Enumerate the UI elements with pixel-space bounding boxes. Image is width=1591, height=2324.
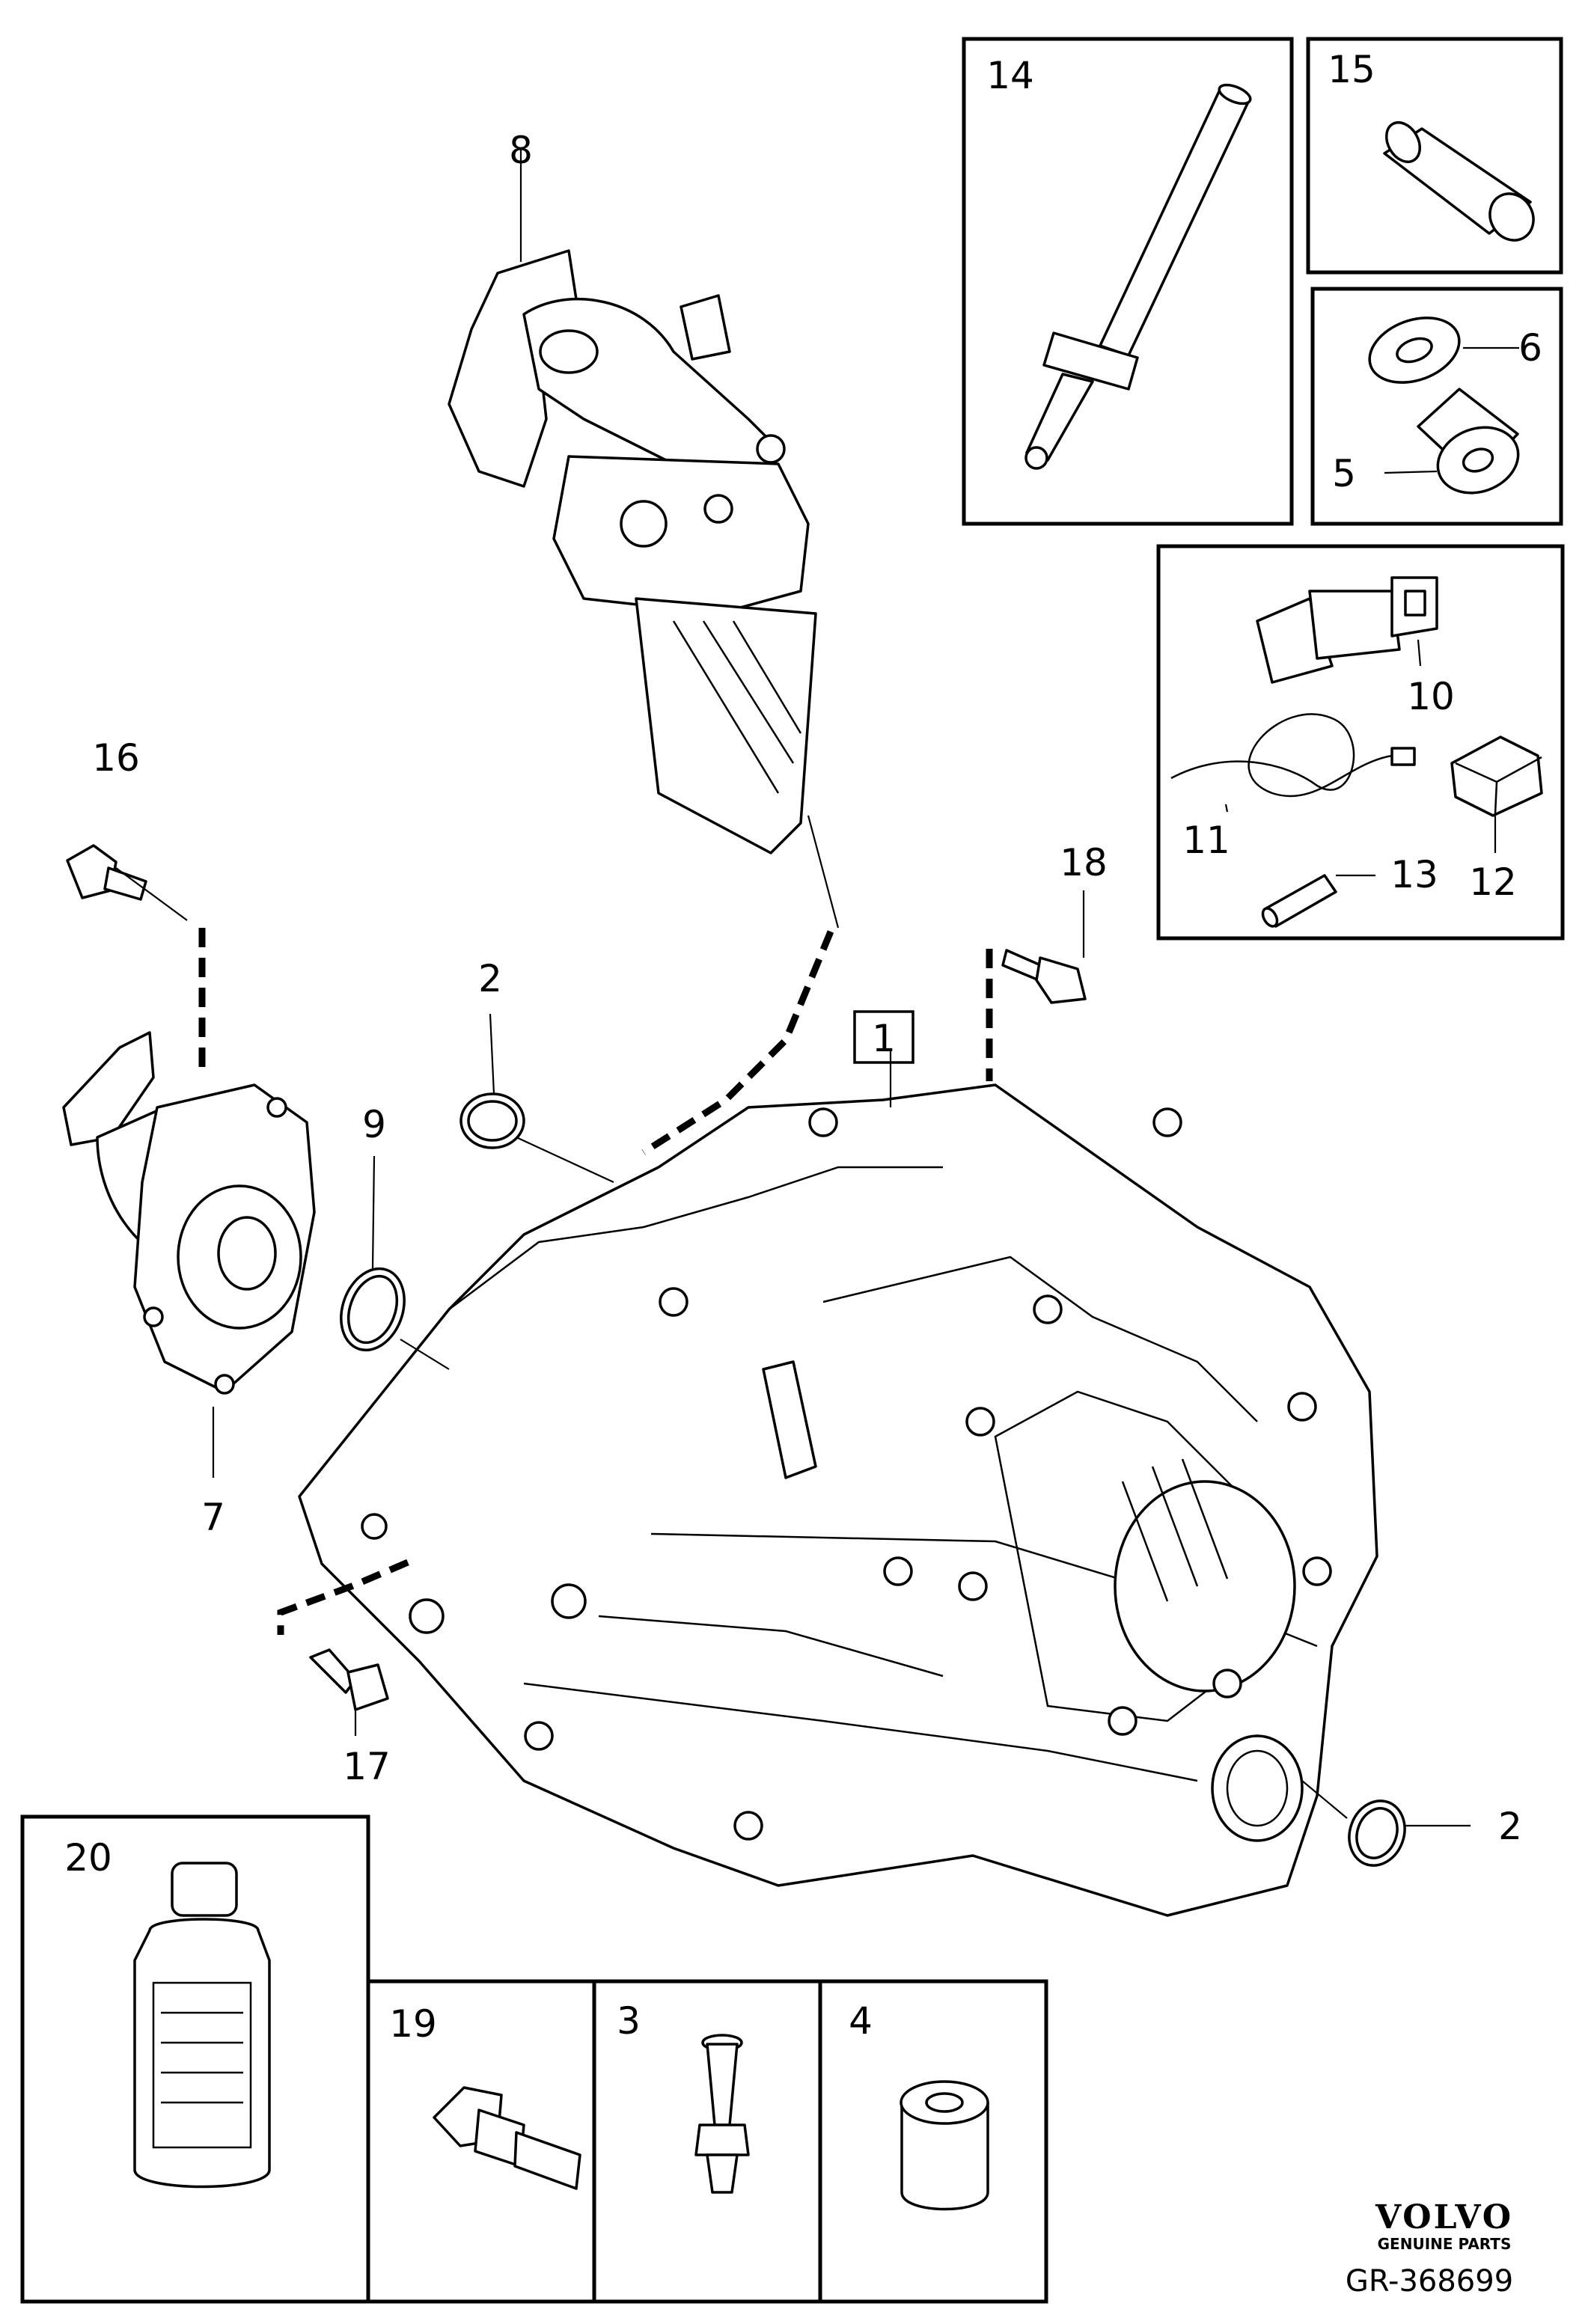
- inset-box-10-13: [1156, 544, 1565, 941]
- callout-4: 4: [849, 1999, 873, 2043]
- brand-tagline: GENUINE PARTS: [1378, 2235, 1512, 2253]
- part-13-fuse: [1261, 874, 1337, 928]
- callout-2-left: 2: [478, 957, 502, 1000]
- part-3-breather: [694, 2034, 750, 2194]
- part-12-connector: [1450, 736, 1543, 817]
- part-10-sensor: [1256, 576, 1438, 684]
- callout-20: 20: [64, 1836, 112, 1880]
- part-6-washer: [1368, 317, 1461, 384]
- part-9-o-ring: [340, 1267, 406, 1352]
- callout-17: 17: [343, 1745, 391, 1788]
- part-1-transmission: [298, 1083, 1378, 1917]
- inset-box-20: [20, 1814, 370, 2304]
- callout-15: 15: [1328, 48, 1375, 91]
- part-14-tool: [1024, 83, 1252, 470]
- callout-5: 5: [1332, 452, 1356, 495]
- inset-box-4: [818, 1979, 1048, 2304]
- part-2-seal-left: [459, 1092, 525, 1149]
- part-20-fluid-bottle: [133, 1862, 271, 2189]
- part-2-seal-right: [1348, 1799, 1406, 1867]
- inset-box-15: [1306, 37, 1563, 275]
- callout-7: 7: [201, 1496, 225, 1539]
- callout-1-box: 1: [853, 1010, 914, 1064]
- callout-6: 6: [1518, 326, 1542, 370]
- leader-lines: [115, 150, 1471, 1827]
- callout-3: 3: [617, 1999, 641, 2043]
- part-19-bolt: [433, 2086, 581, 2190]
- inset-box-3: [592, 1979, 822, 2304]
- part-15-sleeve: [1383, 121, 1535, 242]
- callout-1: 1: [872, 1017, 896, 1060]
- part-18-bolt: [1001, 949, 1087, 1004]
- callout-10: 10: [1407, 675, 1455, 718]
- part-7-slave-cylinder: [62, 1031, 316, 1395]
- callout-18: 18: [1060, 841, 1108, 884]
- volvo-logo: VOLVO GENUINE PARTS: [1375, 2198, 1513, 2253]
- callout-14: 14: [986, 54, 1034, 97]
- inset-box-5-6: [1310, 287, 1563, 526]
- figure-id: GR-368699: [1346, 2264, 1513, 2299]
- part-17-bolt: [309, 1648, 389, 1711]
- callout-8: 8: [509, 129, 533, 172]
- part-5-bushing: [1417, 388, 1520, 495]
- callout-11: 11: [1182, 819, 1230, 862]
- assembly-dashed-lines: [198, 928, 993, 1635]
- callout-19: 19: [389, 2002, 437, 2046]
- callout-9: 9: [362, 1103, 386, 1146]
- callout-2-right: 2: [1498, 1805, 1522, 1848]
- part-4-bushing: [900, 2080, 989, 2211]
- callout-16: 16: [92, 736, 140, 780]
- part-8-selector-mechanism: [448, 249, 817, 854]
- brand-name: VOLVO: [1375, 2198, 1513, 2236]
- part-11-wire: [1170, 713, 1416, 798]
- part-16-bolt: [66, 844, 147, 901]
- inset-box-14: [962, 37, 1294, 526]
- callout-12: 12: [1469, 860, 1517, 904]
- callout-13: 13: [1390, 853, 1438, 896]
